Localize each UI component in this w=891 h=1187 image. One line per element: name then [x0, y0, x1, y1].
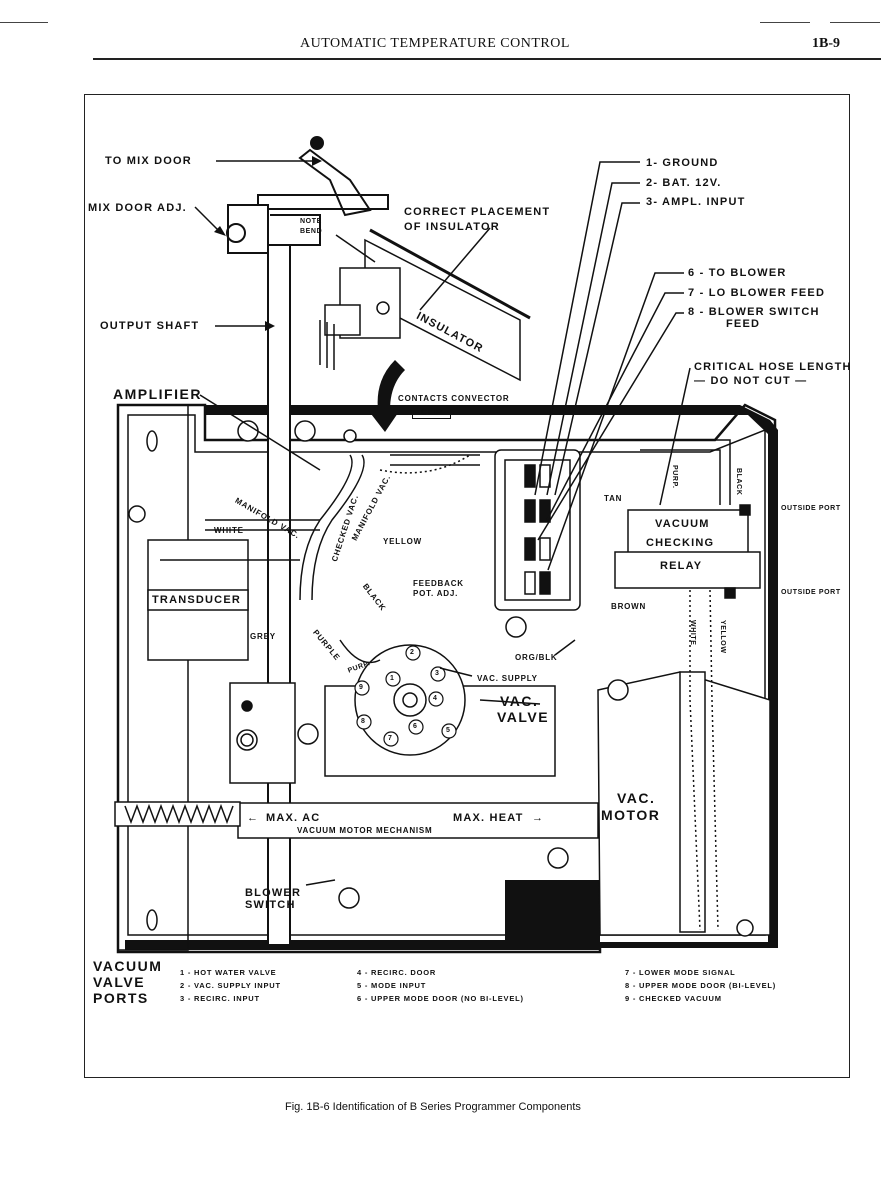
arrow-left-icon: ← — [247, 812, 260, 824]
label-clip: CLIP — [412, 406, 452, 419]
insert-arrow — [368, 360, 405, 432]
port-item: 5 - MODE INPUT — [357, 981, 427, 990]
legend-title-ports: PORTS — [93, 990, 149, 1006]
corner-rule — [830, 22, 880, 23]
vacuum-checking-relay — [614, 504, 761, 599]
label-note: NOTE — [300, 218, 322, 225]
figure-frame — [84, 94, 850, 1078]
ports-column-1: 1 - HOT WATER VALVE 2 - VAC. SUPPLY INPU… — [180, 966, 281, 1005]
legend-title-valve: VALVE — [93, 974, 146, 990]
label-bend: BEND — [300, 228, 323, 235]
port-item: 4 - RECIRC. DOOR — [357, 968, 437, 977]
port-number: 6 — [413, 723, 418, 730]
port-number: 7 — [388, 735, 393, 742]
port-number: 8 — [361, 718, 366, 725]
label-max-heat: MAX. HEAT — [453, 812, 524, 824]
label-white-hose: WHITE — [214, 526, 244, 535]
port-item: 9 - CHECKED VACUUM — [625, 994, 722, 1003]
ports-column-3: 7 - LOWER MODE SIGNAL 8 - UPPER MODE DOO… — [625, 966, 776, 1005]
vac-motor — [597, 671, 771, 937]
label-ground: 1- GROUND — [646, 157, 719, 169]
label-ampl-input: 3- AMPL. INPUT — [646, 196, 746, 208]
insulator-assembly — [319, 228, 531, 382]
label-output-shaft: OUTPUT SHAFT — [100, 320, 200, 332]
label-white-hose-vertical: WHITE — [689, 620, 696, 646]
arrow-heads — [214, 156, 322, 331]
label-correct-placement: CORRECT PLACEMENT — [404, 206, 551, 218]
vac-valve — [324, 644, 556, 777]
label-vacuum-motor-mechanism: VACUUM MOTOR MECHANISM — [297, 826, 433, 835]
label-checking: CHECKING — [646, 537, 715, 549]
label-mix-door-adj: MIX DOOR ADJ. — [88, 202, 187, 214]
port-item: 6 - UPPER MODE DOOR (NO BI-LEVEL) — [357, 994, 524, 1003]
label-lo-blower-feed: 7 - LO BLOWER FEED — [688, 287, 826, 299]
label-vacuum: VACUUM — [655, 518, 710, 530]
label-contacts-convector: CONTACTS CONVECTOR — [398, 394, 510, 403]
label-feedback: FEEDBACK — [413, 579, 464, 588]
housing — [116, 403, 777, 954]
label-yellow-hose-vertical: YELLOW — [719, 620, 726, 654]
leader-lines — [194, 160, 691, 886]
left-bracket — [117, 404, 189, 951]
housing-dark-border — [125, 405, 778, 950]
label-org-blk: ORG/BLK — [515, 653, 558, 662]
label-relay: RELAY — [660, 560, 703, 572]
label-blower-switch-feed: 8 - BLOWER SWITCH — [688, 306, 820, 318]
label-tan: TAN — [604, 494, 623, 503]
corner-rule — [0, 22, 48, 23]
port-item: 7 - LOWER MODE SIGNAL — [625, 968, 736, 977]
label-valve: VALVE — [497, 709, 550, 725]
ports-column-2: 4 - RECIRC. DOOR 5 - MODE INPUT 6 - UPPE… — [357, 966, 524, 1005]
label-outside-port-lower: OUTSIDE PORT — [781, 589, 841, 596]
page-number: 1B-9 — [812, 36, 840, 51]
port-item: 1 - HOT WATER VALVE — [180, 968, 277, 977]
page-title: AUTOMATIC TEMPERATURE CONTROL — [300, 36, 570, 51]
label-vac-motor-1: VAC. — [617, 790, 656, 806]
label-critical-hose: CRITICAL HOSE LENGTH — [694, 361, 852, 373]
label-purp-hose: PURP. — [671, 465, 678, 489]
valve-port-circles — [354, 645, 457, 747]
label-of-insulator: OF INSULATOR — [404, 221, 500, 233]
label-brown: BROWN — [611, 602, 647, 611]
amplifier-block — [229, 682, 296, 784]
label-feed: FEED — [726, 318, 761, 330]
label-to-blower: 6 - TO BLOWER — [688, 267, 787, 279]
vacuum-hoses — [160, 439, 731, 931]
label-vac-supply: VAC. SUPPLY — [477, 674, 538, 683]
label-black-hose: BLACK — [735, 468, 742, 496]
port-item: 2 - VAC. SUPPLY INPUT — [180, 981, 281, 990]
port-number: 1 — [390, 675, 395, 682]
label-vac: VAC. — [500, 693, 539, 709]
port-number: 9 — [359, 684, 364, 691]
arrow-right-icon: → — [532, 812, 545, 824]
port-number: 4 — [433, 695, 438, 702]
figure-caption: Fig. 1B-6 Identification of B Series Pro… — [285, 1101, 581, 1113]
port-number: 5 — [446, 727, 451, 734]
label-vac-motor-2: MOTOR — [601, 807, 661, 823]
legend-title-vacuum: VACUUM — [93, 958, 163, 974]
label-yellow-wire: YELLOW — [383, 537, 423, 546]
label-max-ac: MAX. AC — [266, 812, 321, 824]
vacuum-motor-mechanism — [114, 420, 599, 909]
label-grey: GREY — [250, 632, 276, 641]
label-to-mix-door: TO MIX DOOR — [105, 155, 192, 167]
page-header: AUTOMATIC TEMPERATURE CONTROL 1B-9 — [0, 0, 891, 60]
label-amplifier: AMPLIFIER — [113, 386, 202, 402]
connector-block — [494, 449, 581, 611]
header-rule — [93, 58, 881, 60]
corner-rule — [760, 22, 810, 23]
port-number: 3 — [435, 670, 440, 677]
port-number: 2 — [410, 649, 415, 656]
label-transducer: TRANSDUCER — [152, 594, 241, 606]
label-pot-adj: POT. ADJ. — [413, 589, 459, 598]
port-item: 3 - RECIRC. INPUT — [180, 994, 260, 1003]
port-item: 8 - UPPER MODE DOOR (BI-LEVEL) — [625, 981, 777, 990]
label-outside-port-upper: OUTSIDE PORT — [781, 505, 841, 512]
label-switch: SWITCH — [245, 899, 296, 911]
label-do-not-cut: — DO NOT CUT — — [694, 375, 808, 387]
label-blower: BLOWER — [245, 887, 302, 899]
label-bat: 2- BAT. 12V. — [646, 177, 722, 189]
